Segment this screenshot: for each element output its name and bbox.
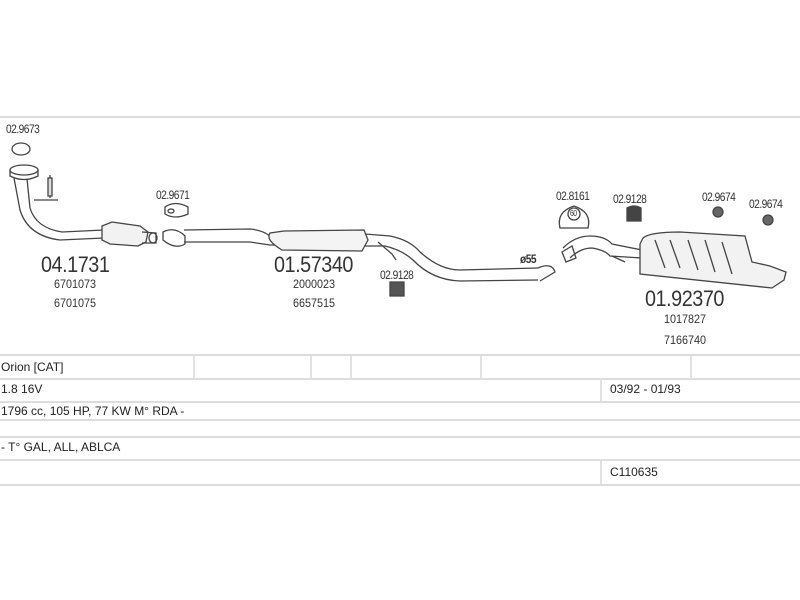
- model-cell: Orion [CAT]: [1, 360, 64, 374]
- fitting-label: 02.9671: [156, 188, 190, 202]
- rubber-mount-icon: [626, 205, 642, 222]
- fitting-label: 02.9128: [380, 268, 414, 282]
- table-row-blank: [0, 421, 800, 438]
- fitting-label: 02.8161: [556, 189, 590, 203]
- part-number: 01.57340: [274, 252, 353, 277]
- clamp-size-label: 60: [570, 209, 577, 218]
- pipe-diameter-label: ø55: [520, 252, 537, 266]
- gasket-icon: [11, 142, 31, 156]
- part-number: 01.92370: [645, 286, 724, 311]
- table-row-code: C110635: [0, 461, 800, 486]
- table-row-spec: 1796 cc, 105 HP, 77 KW M° RDA -: [0, 403, 800, 421]
- top-divider: [0, 116, 800, 118]
- rear-silencer: [561, 231, 787, 289]
- spec-cell: 1796 cc, 105 HP, 77 KW M° RDA -: [1, 404, 185, 418]
- flange-gasket-icon: [162, 202, 189, 247]
- table-row-model: Orion [CAT]: [0, 354, 800, 380]
- part-number: 04.1731: [41, 252, 110, 277]
- engine-cell: 1.8 16V: [1, 382, 43, 396]
- oe-number: 2000023: [293, 277, 336, 291]
- oe-number: 7166740: [664, 333, 707, 347]
- fitting-label: 02.9128: [613, 192, 647, 206]
- table-row-engine: 1.8 16V 03/92 - 01/93: [0, 378, 800, 403]
- oe-number: 6701075: [54, 296, 97, 310]
- notes-cell: - T° GAL, ALL, ABLCA: [1, 440, 121, 454]
- code-cell: C110635: [610, 465, 658, 479]
- mount-icon: [762, 214, 774, 226]
- front-pipe-catalyst: [9, 164, 158, 247]
- rubber-mount-icon: [389, 281, 405, 297]
- fitting-label: 02.9673: [6, 122, 40, 136]
- fitting-label: 02.9674: [702, 190, 736, 204]
- date-range-cell: 03/92 - 01/93: [610, 382, 681, 396]
- oe-number: 6657515: [293, 296, 336, 310]
- mount-icon: [712, 206, 724, 218]
- oe-number: 1017827: [664, 312, 707, 326]
- clamp-icon: [558, 205, 590, 229]
- table-row-notes: - T° GAL, ALL, ABLCA: [0, 438, 800, 461]
- fitting-label: 02.9674: [749, 197, 783, 211]
- exhaust-drawing: [9, 142, 787, 297]
- center-silencer: [183, 228, 556, 282]
- oe-number: 6701073: [54, 277, 97, 291]
